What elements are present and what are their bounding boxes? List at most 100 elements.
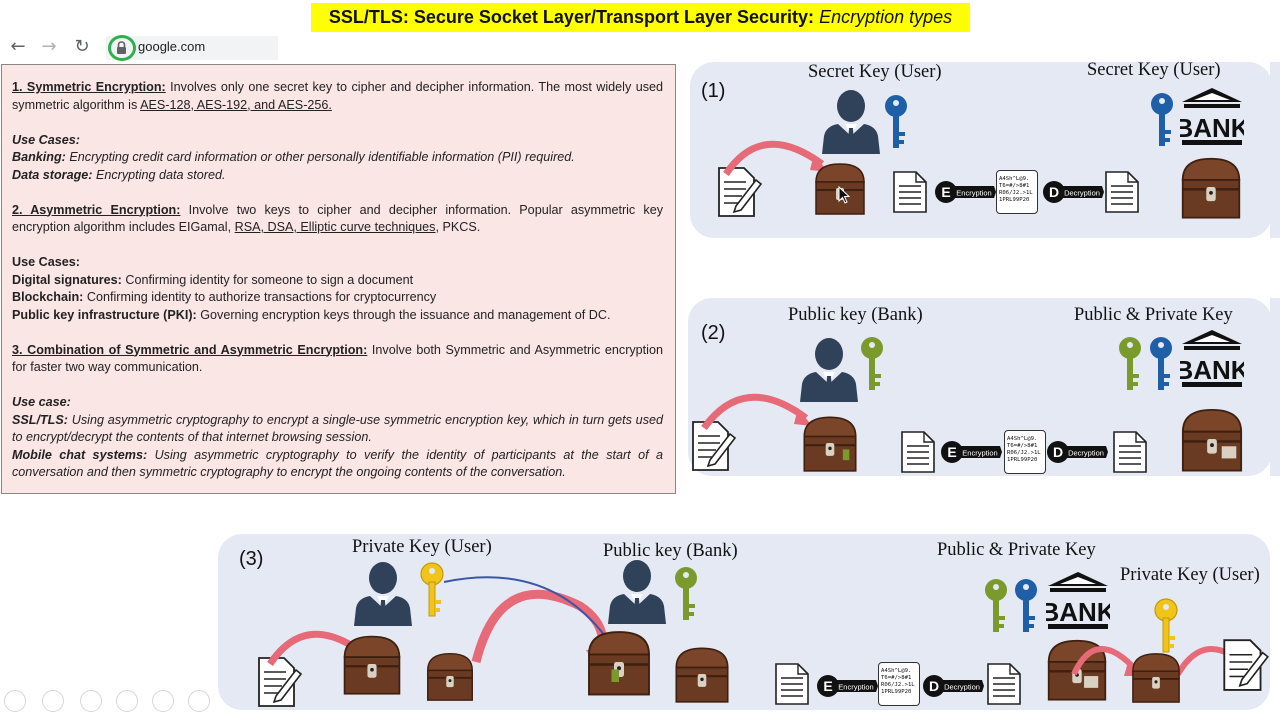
use-case-text: Confirming identity for someone to sign … <box>121 272 414 287</box>
encryption-label: Encryption <box>956 189 991 198</box>
svg-text:E: E <box>823 678 832 694</box>
blue-key-icon <box>1147 336 1175 392</box>
diagram-2-right-label: Public & Private Key <box>1074 305 1233 325</box>
encryption-label: Encryption <box>962 449 997 458</box>
diagram-3-label-private-user: Private Key (User) <box>352 537 492 557</box>
green-key-icon <box>858 336 886 392</box>
green-key-icon <box>672 566 700 622</box>
encryption-tag-icon: E Encryption <box>816 674 878 698</box>
reload-icon[interactable]: ↻ <box>74 36 90 57</box>
symmetric-algos: AES-128, AES-192, and AES-256. <box>140 97 332 112</box>
svg-text:E: E <box>941 184 950 200</box>
use-case-banking: Banking: Encrypting credit card informat… <box>12 149 663 167</box>
use-case-text: Encrypting credit card information or ot… <box>65 150 575 164</box>
symmetric-heading: 1. Symmetric Encryption: <box>12 80 166 94</box>
diagram-1-right-label: Secret Key (User) <box>1087 60 1221 80</box>
use-case-text: Confirming identity to authorize transac… <box>83 290 437 304</box>
decryption-tag-icon: D Decryption <box>1042 180 1104 204</box>
diagram-1-left-label: Secret Key (User) <box>808 62 942 82</box>
encryption-label: Encryption <box>838 683 873 692</box>
ciphertext-document: A4Sh^L@9. T6=#/>8#1 R06/J2.>1L 1PRL99P20 <box>996 170 1038 214</box>
more-options-icon[interactable] <box>188 690 210 712</box>
use-case-label: Data storage: <box>12 167 93 182</box>
diagram-2-left-label: Public key (Bank) <box>788 305 923 325</box>
encryption-tag-icon: E Encryption <box>934 180 996 204</box>
treasure-chest-icon <box>800 412 860 474</box>
bank-text: BANK <box>1180 355 1244 385</box>
asymmetric-algos: RSA, DSA, Elliptic curve techniques <box>234 220 436 234</box>
use-case-data-storage: Data storage: Encrypting data stored. <box>12 167 663 185</box>
svg-text:D: D <box>929 678 939 694</box>
slides-grid-icon[interactable] <box>116 690 138 712</box>
use-case-text: Governing encryption keys through the is… <box>196 307 611 322</box>
plaintext-document-icon <box>986 662 1022 706</box>
zoom-icon[interactable] <box>152 690 174 712</box>
use-case-label: SSL/TLS: <box>12 412 68 427</box>
use-case-label: Mobile chat systems: <box>12 447 148 462</box>
plaintext-document-icon <box>892 170 928 214</box>
use-case-ssl-tls: SSL/TLS: Using asymmetric cryptography t… <box>12 412 663 447</box>
asymmetric-body: Involve two keys to cipher and decipher … <box>12 202 663 235</box>
green-key-icon <box>1116 336 1144 392</box>
use-case-label: Banking: <box>12 150 66 164</box>
treasure-chest-icon <box>672 644 732 704</box>
decryption-tag-icon: D Decryption <box>922 674 984 698</box>
encryption-tag-icon: E Encryption <box>940 440 1002 464</box>
diagram-3-label-public-private: Public & Private Key <box>937 540 1096 560</box>
use-case-text: Using asymmetric cryptography to encrypt… <box>12 412 663 445</box>
svg-text:E: E <box>947 444 956 460</box>
forward-arrow-icon[interactable]: → <box>41 36 57 57</box>
blue-key-icon <box>882 94 910 150</box>
lock-icon[interactable] <box>116 41 127 54</box>
decryption-label: Decryption <box>1068 449 1104 458</box>
back-arrow-icon[interactable]: ← <box>10 36 26 57</box>
combination-heading: 3. Combination of Symmetric and Asymmetr… <box>12 342 368 357</box>
lock-highlight-circle <box>108 35 136 61</box>
bank-text: BANK <box>1046 597 1110 627</box>
decryption-label: Decryption <box>1064 189 1100 198</box>
diagram-3-number: (3) <box>239 548 264 570</box>
treasure-chest-icon <box>1178 404 1246 474</box>
document-pen-icon <box>1220 634 1270 692</box>
url-text[interactable]: google.com <box>138 39 206 54</box>
plaintext-document-icon <box>1112 430 1148 474</box>
combination-body: Involve both Symmetric and Asymmetric en… <box>12 342 663 375</box>
diagram-2-number: (2) <box>701 322 726 344</box>
treasure-chest-icon <box>340 630 404 698</box>
presentation-controls <box>4 690 214 714</box>
ciphertext-document: A4Sh^L@9. T6=#/>8#1 R06/J2.>1L 1PRL99P20 <box>1004 430 1046 474</box>
next-slide-icon[interactable] <box>42 690 64 712</box>
svg-text:D: D <box>1049 184 1059 200</box>
use-case-label: Public key infrastructure (PKI): <box>12 307 197 322</box>
use-case-3-heading: Use case: <box>12 395 71 409</box>
title-main: SSL/TLS: Secure Socket Layer/Transport L… <box>328 7 815 27</box>
pen-icon[interactable] <box>80 690 102 712</box>
treasure-chest-icon <box>1128 650 1184 704</box>
green-key-icon <box>982 578 1010 634</box>
diagram-3-label-private-user-2: Private Key (User) <box>1120 565 1260 585</box>
mouse-cursor-icon <box>838 186 850 204</box>
use-case-digital-signatures: Digital signatures: Confirming identity … <box>12 272 663 290</box>
use-case-mobile-chat: Mobile chat systems: Using asymmetric cr… <box>12 447 663 482</box>
asymmetric-heading: 2. Asymmetric Encryption: <box>12 202 181 217</box>
bank-text: BANK <box>1180 113 1244 143</box>
use-cases-2-heading: Use Cases: <box>12 255 80 269</box>
bank-icon: BANK <box>1180 86 1244 146</box>
symmetric-body: Involves only one secret key to cipher a… <box>12 80 664 112</box>
previous-slide-icon[interactable] <box>4 690 26 712</box>
combination-paragraph: 3. Combination of Symmetric and Asymmetr… <box>12 342 663 377</box>
symmetric-paragraph: 1. Symmetric Encryption: Involves only o… <box>12 79 663 114</box>
blue-key-icon <box>1012 578 1040 634</box>
asymmetric-paragraph: 2. Asymmetric Encryption: Involve two ke… <box>12 202 663 237</box>
use-case-pki: Public key infrastructure (PKI): Governi… <box>12 307 663 325</box>
ciphertext-document: A4Sh^L@9. T6=#/>8#1 R06/J2.>1L 1PRL99P20 <box>878 662 920 706</box>
diagram-1-panel <box>690 62 1272 238</box>
use-cases-1-heading: Use Cases: <box>12 132 80 147</box>
use-case-text: Encrypting data stored. <box>92 167 226 182</box>
decryption-label: Decryption <box>944 683 980 692</box>
next-slide-edge <box>1270 62 1280 238</box>
use-case-label: Blockchain: <box>12 290 84 304</box>
plaintext-document-icon <box>900 430 936 474</box>
asymmetric-tail: , PKCS. <box>435 220 481 234</box>
